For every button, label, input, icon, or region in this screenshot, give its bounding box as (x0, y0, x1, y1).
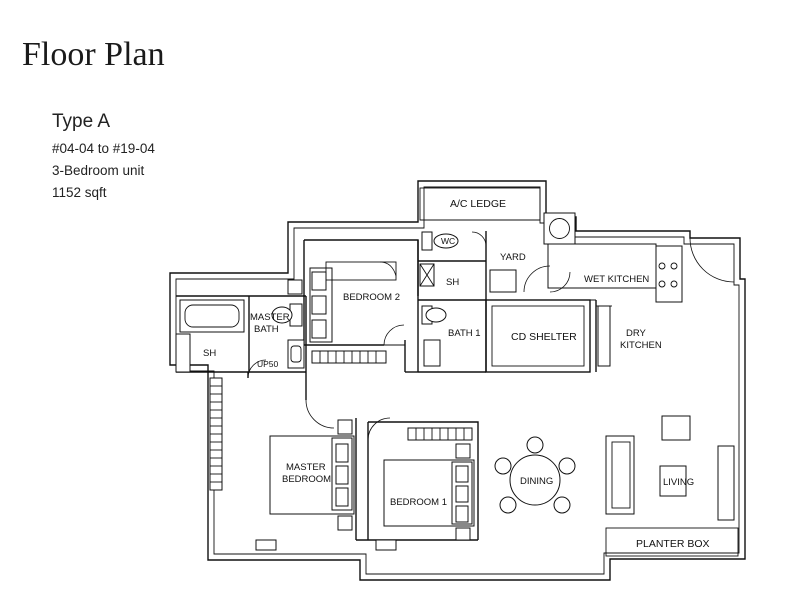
label-wet-kitchen: WET KITCHEN (584, 274, 649, 285)
bathtub-icon (179, 299, 245, 333)
label-dry-kitchen-2: KITCHEN (620, 340, 662, 351)
yard-washer-icon (489, 269, 517, 293)
armchair-icon (661, 415, 691, 441)
unit-description: 3-Bedroom unit (52, 163, 145, 178)
label-master-bedroom-1: MASTER (286, 462, 326, 473)
label-master-bath-2: BATH (254, 324, 279, 335)
coffee-table-icon (659, 465, 687, 497)
sofa-icon (605, 435, 635, 515)
label-wc: WC (441, 236, 455, 246)
yard-sink-icon (419, 263, 435, 287)
hob-icon (655, 245, 683, 303)
toilet-bath1-icon (421, 305, 447, 367)
vanity-icon (175, 333, 191, 373)
label-yard: YARD (500, 252, 526, 263)
label-up50: UP50 (257, 359, 279, 369)
door-swings (247, 231, 735, 441)
bed-master-icon (269, 419, 355, 531)
ac-unit-icon (255, 539, 277, 551)
tv-console-icon (717, 445, 735, 521)
bed-bedroom1-icon (383, 443, 475, 541)
label-dining: DINING (520, 476, 553, 487)
label-living: LIVING (663, 477, 694, 488)
label-cd-shelter: CD SHELTER (511, 331, 577, 343)
label-sh-yard: SH (446, 277, 459, 288)
label-dry-kitchen-1: DRY (626, 328, 647, 339)
label-master-bath-1: MASTER (250, 312, 290, 323)
label-bedroom-1: BEDROOM 1 (390, 497, 447, 508)
cabinet-icon (287, 279, 303, 295)
dining-set-icon (494, 436, 576, 514)
bed-bedroom2-icon (309, 261, 397, 343)
wardrobe-bedroom2 (311, 350, 387, 364)
wardrobe-master (209, 377, 223, 491)
label-sh-master: SH (203, 348, 216, 359)
label-ac-ledge: A/C LEDGE (450, 198, 506, 210)
toilet-wc-icon (421, 231, 459, 251)
dry-kitchen-counter (597, 305, 611, 367)
washer-icon (543, 212, 576, 245)
ac-unit-2-icon (375, 539, 397, 551)
wardrobe-bedroom1 (407, 427, 473, 441)
unit-range: #04-04 to #19-04 (52, 141, 155, 156)
inner-partitions (176, 231, 657, 541)
label-planter-box: PLANTER BOX (636, 538, 710, 550)
label-bedroom-2: BEDROOM 2 (343, 292, 400, 303)
page-title: Floor Plan (22, 36, 165, 73)
unit-area: 1152 sqft (52, 185, 107, 200)
basin-master-icon (287, 339, 305, 369)
unit-type: Type A (52, 111, 111, 132)
label-master-bedroom-2: BEDROOM (282, 474, 331, 485)
toilet-master-icon (271, 303, 303, 327)
label-bath-1: BATH 1 (448, 328, 481, 339)
planter-box-outline (605, 527, 739, 557)
